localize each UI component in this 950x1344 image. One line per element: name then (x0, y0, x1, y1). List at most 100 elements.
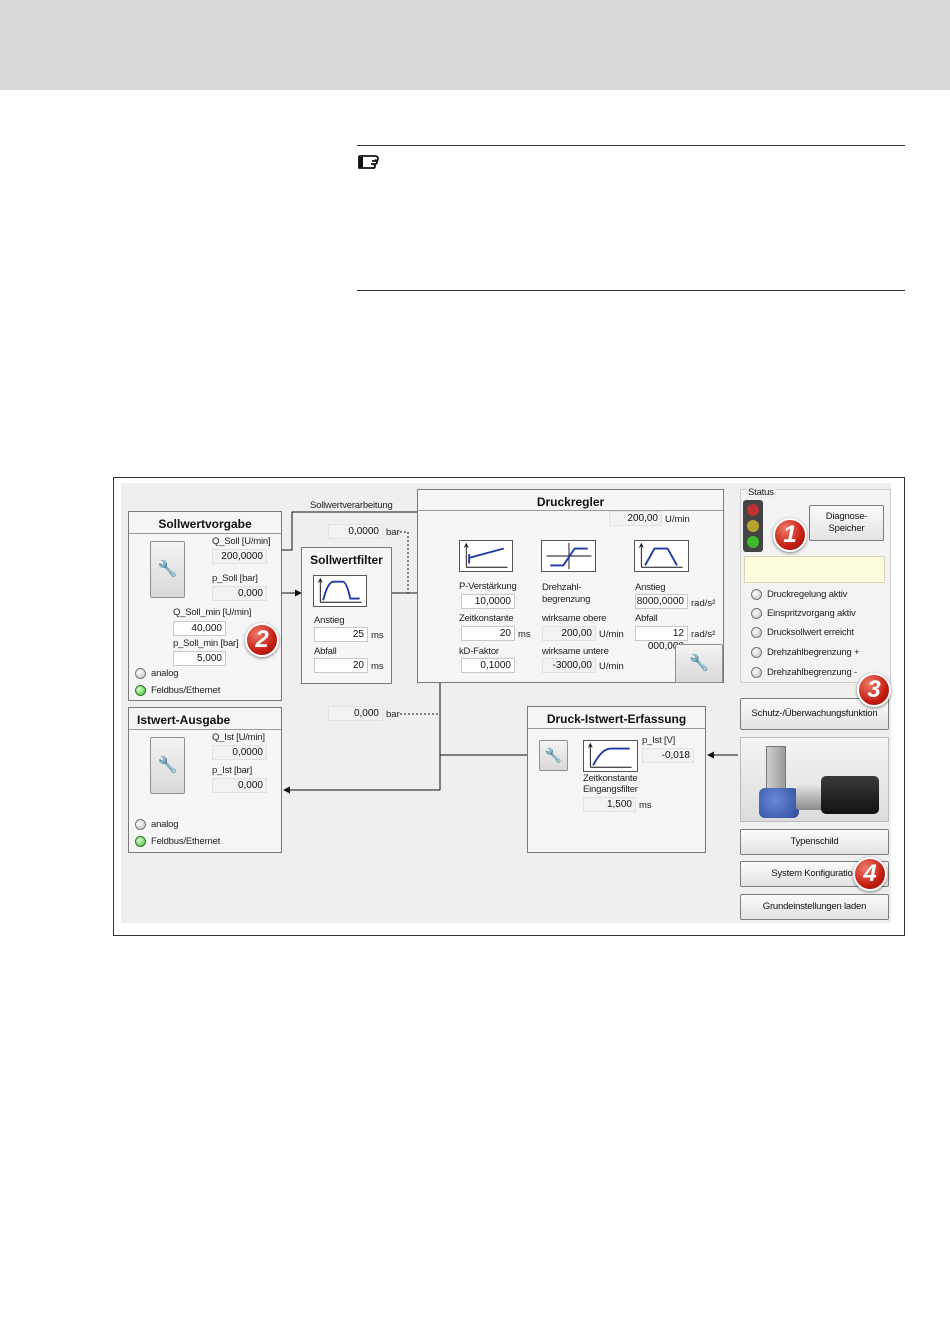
p-verstaerkung-label: P-Verstärkung (459, 581, 517, 592)
bar-bottom-unit: bar (386, 709, 400, 720)
panel-title: Sollwertfilter (310, 553, 383, 567)
radio-analog-label: analog (151, 668, 179, 679)
zeitkonstante-eingang-label-1: Zeitkonstante (583, 773, 638, 784)
druckregler-wrench-button[interactable]: 🔧 (675, 644, 723, 683)
accel-anstieg-unit: rad/s² (691, 598, 716, 609)
p-ist-v-label: p_Ist [V] (642, 735, 676, 746)
abfall-unit: ms (371, 661, 384, 672)
indicator-led (751, 589, 762, 600)
kd-faktor-input[interactable]: 0,1000 (461, 658, 515, 673)
p-soll-min-input[interactable]: 5,000 (173, 651, 226, 666)
bar-top-unit: bar (386, 527, 400, 538)
p-soll-label: p_Soll [bar] (212, 573, 258, 584)
abfall-label: Abfall (314, 646, 337, 657)
q-soll-min-label: Q_Soll_min [U/min] (173, 607, 252, 618)
zeitkonstante-eingang-label-2: Eingangsfilter (583, 784, 638, 795)
indicator-led (751, 667, 762, 678)
panel-druckregler: Druckregler (417, 489, 724, 683)
wirksame-obere-label: wirksame obere (542, 613, 607, 624)
grundeinstellungen-button[interactable]: Grundeinstellungen laden (740, 894, 889, 920)
sollwertverarbeitung-label: Sollwertverarbeitung (310, 500, 393, 511)
q-soll-value: 200,0000 (212, 549, 267, 564)
speed-limit-icon (541, 540, 596, 572)
accel-anstieg-input[interactable]: 8000,0000 (635, 594, 688, 609)
accel-abfall-unit: rad/s² (691, 629, 716, 640)
q-soll-label: Q_Soll [U/min] (212, 536, 271, 547)
zeitkonstante-eingang-unit: ms (639, 800, 652, 811)
accel-abfall-label: Abfall (635, 613, 658, 624)
input-filter-icon (583, 740, 638, 772)
zeitkonstante-unit: ms (518, 629, 531, 640)
typenschild-button[interactable]: Typenschild (740, 829, 889, 855)
p-ist-label: p_Ist [bar] (212, 765, 253, 776)
page-header-band (0, 0, 950, 90)
traffic-light-icon (743, 500, 763, 552)
wrench-settings-button[interactable]: 🔧 (539, 740, 568, 771)
panel-title: Druckregler (536, 495, 605, 509)
zeitkonstante-input[interactable]: 20 (461, 626, 515, 641)
q-ist-value: 0,0000 (212, 745, 267, 760)
p-soll-value: 0,000 (212, 586, 267, 601)
wrench-settings-button[interactable]: 🔧 (150, 737, 185, 794)
panel-title: Sollwertvorgabe (158, 517, 252, 531)
accel-abfall-input[interactable]: 12 000,000 (635, 626, 688, 652)
status-message-field (744, 556, 885, 583)
wirksame-obere-value: 200,00 (542, 626, 596, 641)
diagnose-speicher-button[interactable]: Diagnose-Speicher (809, 505, 884, 541)
wirksame-obere-unit: U/min (599, 629, 624, 640)
panel-druck-istwert-erfassung: Druck-Istwert-Erfassung (527, 706, 706, 853)
callout-badge-4: 4 (853, 857, 887, 891)
abfall-input[interactable]: 20 (314, 658, 368, 673)
indicator-label: Drehzahlbegrenzung - (767, 667, 858, 678)
p-ist-v-value: -0,018 (642, 748, 694, 763)
drehzahl-label-2: begrenzung (542, 594, 591, 605)
kd-faktor-label: kD-Faktor (459, 646, 499, 657)
pointing-hand-icon (358, 155, 379, 169)
accel-anstieg-label: Anstieg (635, 582, 666, 593)
radio-analog-istwert[interactable] (135, 819, 146, 830)
wirksame-untere-unit: U/min (599, 661, 624, 672)
ramp-filter-icon (313, 575, 367, 607)
indicator-label: Drucksollwert erreicht (767, 627, 854, 638)
indicator-led (751, 608, 762, 619)
anstieg-input[interactable]: 25 (314, 627, 368, 642)
ramp-accel-icon (634, 540, 689, 572)
druckregler-top-value: 200,00 (609, 511, 662, 526)
indicator-label: Einspritzvorgang aktiv (767, 608, 856, 619)
drive-product-image (740, 737, 889, 822)
radio-feldbus-sollwert[interactable] (135, 685, 146, 696)
q-soll-min-input[interactable]: 40,000 (173, 621, 226, 636)
bar-bottom-value: 0,000 (328, 706, 383, 721)
bar-top-value: 0,0000 (328, 524, 383, 539)
radio-feldbus-label: Feldbus/Ethernet (151, 836, 221, 847)
wirksame-untere-value: -3000,00 (542, 658, 596, 673)
wirksame-untere-label: wirksame untere (542, 646, 609, 657)
druckregler-top-unit: U/min (665, 514, 690, 525)
p-soll-min-label: p_Soll_min [bar] (173, 638, 239, 649)
radio-feldbus-istwert[interactable] (135, 836, 146, 847)
note-top-rule (357, 145, 905, 146)
p-verstaerkung-input[interactable]: 10,0000 (461, 594, 515, 609)
note-bottom-rule (357, 290, 905, 291)
indicator-label: Drehzahlbegrenzung + (767, 647, 860, 658)
panel-title: Istwert-Ausgabe (137, 713, 231, 727)
p-gain-icon (459, 540, 513, 572)
drehzahl-label-1: Drehzahl- (542, 582, 582, 593)
radio-analog-sollwert[interactable] (135, 668, 146, 679)
radio-feldbus-label: Feldbus/Ethernet (151, 685, 221, 696)
wrench-settings-button[interactable]: 🔧 (150, 541, 185, 598)
q-ist-label: Q_Ist [U/min] (212, 732, 265, 743)
p-ist-value: 0,000 (212, 778, 267, 793)
indicator-led (751, 627, 762, 638)
zeitkonstante-eingang-value: 1,500 (583, 797, 636, 812)
callout-badge-1: 1 (773, 518, 807, 552)
zeitkonstante-label: Zeitkonstante (459, 613, 514, 624)
anstieg-label: Anstieg (314, 615, 345, 626)
anstieg-unit: ms (371, 630, 384, 641)
status-title: Status (746, 487, 776, 498)
callout-badge-2: 2 (245, 623, 279, 657)
callout-badge-3: 3 (857, 673, 891, 707)
indicator-label: Druckregelung aktiv (767, 589, 848, 600)
radio-analog-label: analog (151, 819, 179, 830)
panel-title: Druck-Istwert-Erfassung (546, 712, 687, 726)
